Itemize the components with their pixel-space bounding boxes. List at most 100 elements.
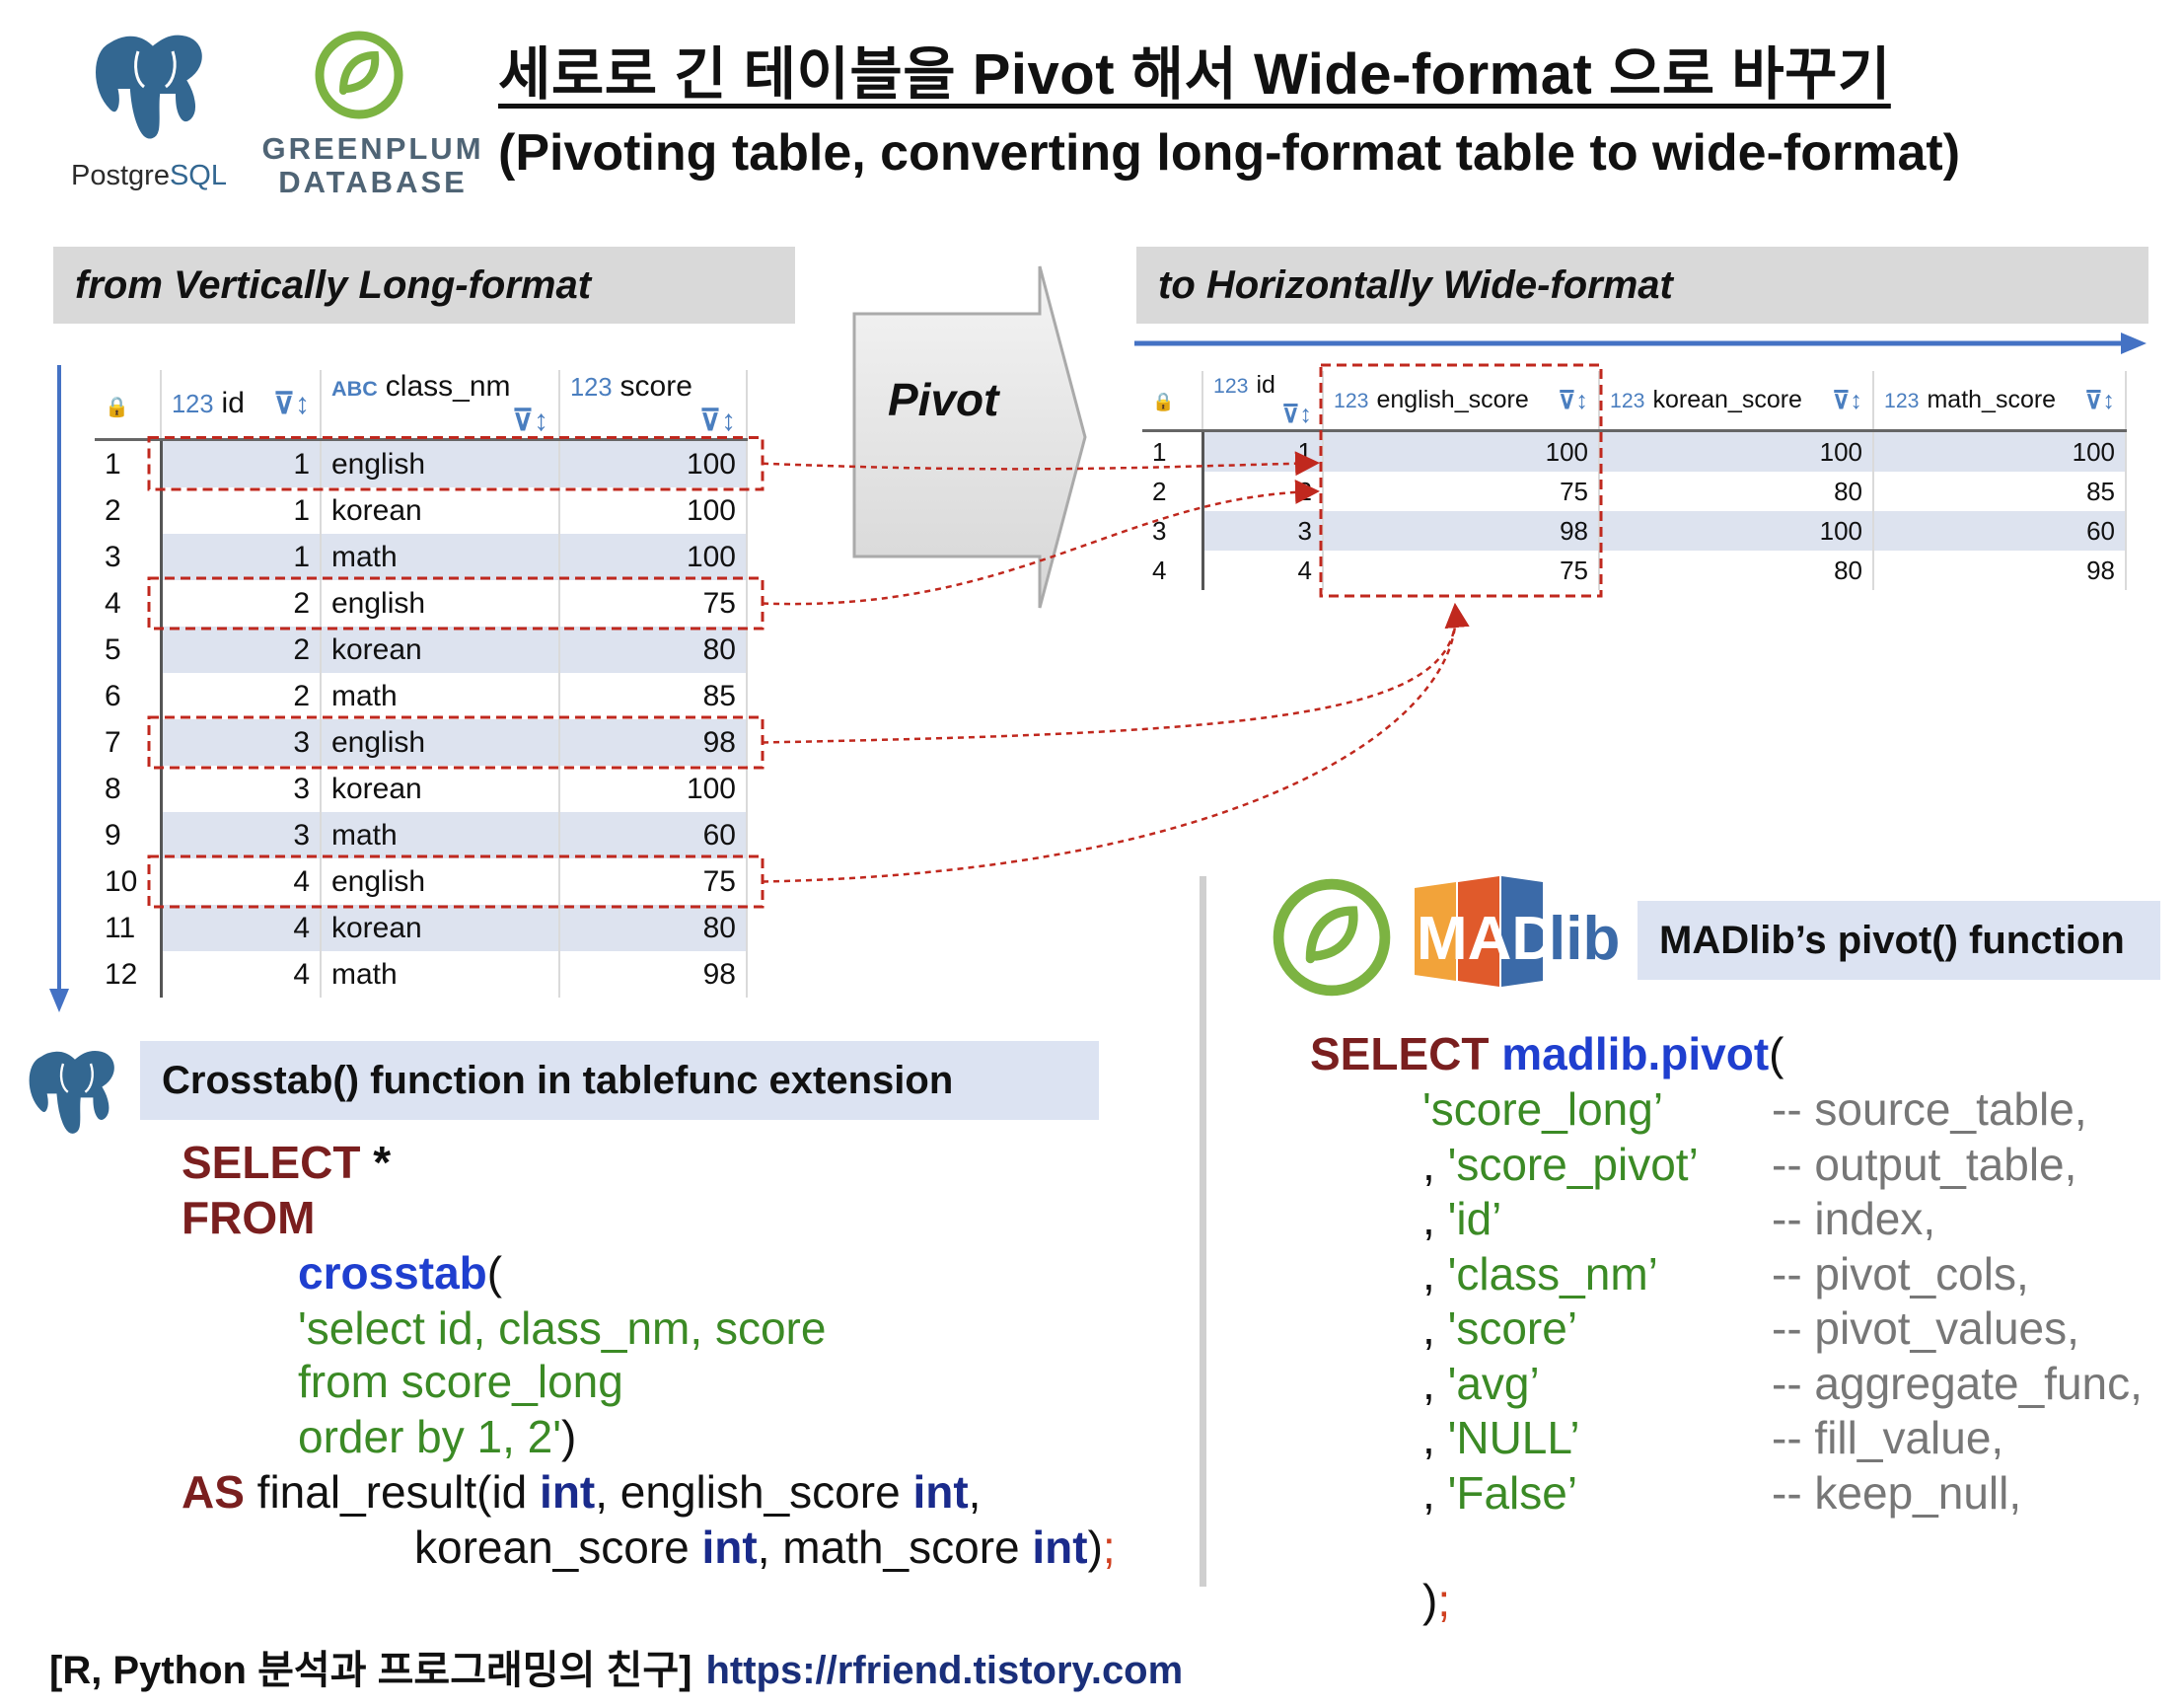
madlib-arg-line: , 'False’ bbox=[1422, 1465, 1577, 1521]
row-number-cell[interactable]: 5 bbox=[95, 627, 163, 673]
page-title: 세로로 긴 테이블을 Pivot 해서 Wide-format 으로 바꾸기 bbox=[498, 42, 1891, 107]
id-cell[interactable]: 2 bbox=[161, 673, 322, 719]
score-cell[interactable]: 85 bbox=[559, 673, 748, 719]
arg-value: 'id’ bbox=[1447, 1193, 1502, 1244]
madlib-arg-comment: -- pivot_cols, bbox=[1772, 1248, 2029, 1299]
row-number-cell[interactable]: 12 bbox=[95, 951, 163, 998]
class-nm-cell[interactable]: math bbox=[321, 534, 560, 580]
id-cell[interactable]: 4 bbox=[161, 951, 322, 998]
code-line-5: from score_long bbox=[298, 1356, 623, 1407]
arg-value: 'score_long’ bbox=[1422, 1083, 1664, 1135]
id-cell[interactable]: 3 bbox=[161, 766, 322, 812]
madlib-arg-comment: -- output_table, bbox=[1772, 1139, 2077, 1190]
class-nm-cell[interactable]: korean bbox=[321, 487, 560, 534]
id-cell[interactable]: 1 bbox=[161, 487, 322, 534]
filter-sort-icon[interactable]: ⊽↕ bbox=[512, 405, 548, 437]
score-cell[interactable]: 80 bbox=[559, 905, 748, 951]
long-format-section-title: from Vertically Long-format bbox=[53, 247, 795, 324]
korean-score-cell[interactable]: 100 bbox=[1599, 430, 1874, 472]
vertical-direction-arrow-icon bbox=[49, 365, 69, 1012]
numeric-type-icon: 123 bbox=[570, 374, 613, 402]
code-line-6: order by 1, 2') bbox=[298, 1411, 577, 1462]
id-cell[interactable]: 1 bbox=[161, 534, 322, 580]
madlib-arg-line: , 'class_nm’ bbox=[1422, 1246, 1658, 1301]
class-nm-cell[interactable]: math bbox=[321, 812, 560, 858]
filter-sort-icon[interactable]: ⊽↕ bbox=[273, 388, 310, 420]
score-cell[interactable]: 100 bbox=[559, 487, 748, 534]
filter-sort-icon[interactable]: ⊽↕ bbox=[2084, 386, 2115, 414]
math-score-cell[interactable]: 85 bbox=[1873, 472, 2127, 511]
arg-prefix: , bbox=[1422, 1302, 1448, 1354]
arg-prefix: , bbox=[1422, 1139, 1448, 1190]
arg-value: 'False’ bbox=[1447, 1467, 1578, 1519]
postgresql-elephant-icon bbox=[26, 1047, 118, 1137]
score-cell[interactable]: 100 bbox=[559, 766, 748, 812]
score-cell[interactable]: 100 bbox=[559, 534, 748, 580]
madlib-arg-comment: -- pivot_values, bbox=[1772, 1302, 2079, 1354]
class-nm-cell[interactable]: math bbox=[321, 673, 560, 719]
postgresql-logo-icon bbox=[92, 31, 206, 143]
arg-prefix: , bbox=[1422, 1248, 1448, 1299]
score-cell[interactable]: 80 bbox=[559, 627, 748, 673]
id-cell[interactable]: 4 bbox=[161, 905, 322, 951]
arg-value: 'NULL’ bbox=[1447, 1412, 1580, 1463]
arg-prefix: , bbox=[1422, 1358, 1448, 1409]
class-nm-cell[interactable]: korean bbox=[321, 766, 560, 812]
math-score-cell[interactable]: 100 bbox=[1873, 430, 2127, 472]
row-number-cell[interactable]: 2 bbox=[95, 487, 163, 534]
row-number-cell[interactable]: 11 bbox=[95, 905, 163, 951]
korean-score-cell[interactable]: 100 bbox=[1599, 511, 1874, 551]
madlib-arg-line: , 'score’ bbox=[1422, 1300, 1577, 1356]
text-type-icon: ABC bbox=[331, 376, 378, 401]
code-line-2: FROM bbox=[182, 1192, 316, 1243]
footer-url-link[interactable]: https://rfriend.tistory.com bbox=[705, 1649, 1184, 1692]
madlib-arg-comment: -- source_table, bbox=[1772, 1083, 2087, 1135]
row-number-cell[interactable]: 9 bbox=[95, 812, 163, 858]
score-cell[interactable]: 98 bbox=[559, 951, 748, 998]
row-number-cell[interactable]: 8 bbox=[95, 766, 163, 812]
madlib-arg-line: , 'id’ bbox=[1422, 1191, 1501, 1246]
row-number-cell[interactable]: 6 bbox=[95, 673, 163, 719]
greenplum-line1: GREENPLUM bbox=[261, 131, 484, 166]
filter-sort-icon[interactable]: ⊽↕ bbox=[699, 405, 736, 437]
score-cell[interactable]: 60 bbox=[559, 812, 748, 858]
korean-score-cell[interactable]: 80 bbox=[1599, 472, 1874, 511]
numeric-type-icon: 123 bbox=[1884, 388, 1920, 412]
arg-prefix: , bbox=[1422, 1467, 1448, 1519]
page-subtitle: (Pivoting table, converting long-format … bbox=[498, 124, 1961, 182]
class-nm-cell[interactable]: korean bbox=[321, 627, 560, 673]
class-nm-cell[interactable]: korean bbox=[321, 905, 560, 951]
id-cell[interactable]: 2 bbox=[161, 627, 322, 673]
math-score-cell[interactable]: 98 bbox=[1873, 551, 2127, 590]
arg-value: 'class_nm’ bbox=[1447, 1248, 1658, 1299]
class-nm-cell[interactable]: math bbox=[321, 951, 560, 998]
madlib-title-box: MADlib’s pivot() function bbox=[1638, 901, 2160, 980]
math-score-cell[interactable]: 60 bbox=[1873, 511, 2127, 551]
filter-sort-icon[interactable]: ⊽↕ bbox=[1832, 386, 1862, 414]
madlib-code-line-1: SELECT madlib.pivot( bbox=[1310, 1028, 1784, 1079]
korean-score-cell[interactable]: 80 bbox=[1599, 551, 1874, 590]
row-number-cell[interactable]: 3 bbox=[95, 534, 163, 580]
code-line-3: crosstab( bbox=[298, 1247, 503, 1299]
crosstab-title-box: Crosstab() function in tablefunc extensi… bbox=[140, 1041, 1099, 1120]
lock-icon: 🔒 bbox=[95, 370, 162, 441]
footer: [R, Python 분석과 프로그래밍의 친구]https://rfriend… bbox=[49, 1638, 1183, 1695]
numeric-type-icon: 123 bbox=[1610, 388, 1645, 412]
madlib-arg-line: , 'avg’ bbox=[1422, 1356, 1540, 1411]
madlib-arg-line: , 'score_pivot’ bbox=[1422, 1137, 1699, 1192]
id-cell[interactable]: 3 bbox=[161, 812, 322, 858]
madlib-arg-comment: -- keep_null, bbox=[1772, 1467, 2022, 1519]
filter-sort-icon[interactable]: ⊽↕ bbox=[1281, 401, 1312, 428]
